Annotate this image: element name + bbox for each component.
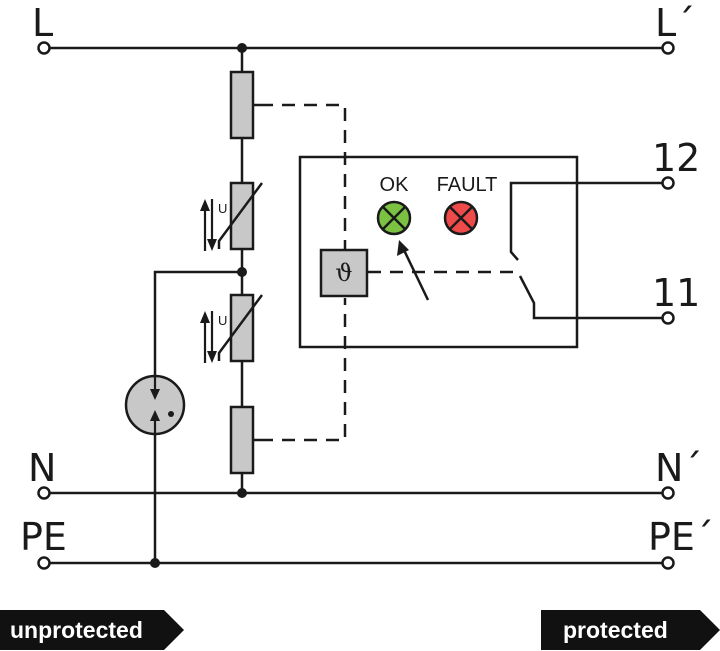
dashed-link-upper (260, 103, 347, 250)
conductors (50, 46, 662, 565)
terminal-label-pe: PE (20, 515, 67, 559)
varistor-lower-label: U (218, 313, 227, 328)
thermal-disconnector (319, 248, 369, 298)
terminal-label-12: 12 (652, 136, 700, 180)
dashed-links (260, 103, 520, 442)
terminal-pe-out (661, 556, 675, 570)
varistor-upper (200, 181, 264, 251)
terminal-n-out (661, 486, 675, 500)
protected-tag: protected (541, 610, 720, 650)
fault-label: FAULT (437, 174, 498, 196)
terminal-label-pe-out: PE´ (648, 515, 714, 559)
dashed-link-lower (260, 298, 347, 442)
remote-contact (509, 181, 662, 320)
terminal-label-l-out: L´ (655, 1, 695, 45)
terminal-label-n-out: N´ (655, 446, 702, 490)
indicator-selector-arrow (397, 240, 430, 301)
terminal-l-in (37, 41, 51, 55)
ok-label: OK (380, 174, 410, 196)
fuse-lower (229, 405, 260, 475)
junction-pe (150, 558, 160, 568)
thermal-symbol: ϑ (335, 259, 352, 287)
varistor-upper-label: U (218, 201, 227, 216)
junction-mid (237, 267, 247, 277)
junction-l (237, 43, 247, 53)
terminal-points (37, 41, 675, 570)
gas-discharge-tube (124, 374, 186, 436)
terminal-12 (661, 176, 675, 190)
fault-indicator-lamp (443, 200, 479, 236)
protected-tag-label: protected (563, 617, 668, 643)
junctions (150, 43, 247, 568)
unprotected-tag-label: unprotected (10, 617, 143, 643)
terminal-pe-in (37, 556, 51, 570)
terminal-label-11: 11 (652, 271, 700, 315)
terminal-label-l: L (32, 1, 53, 45)
ok-indicator-lamp (376, 200, 412, 236)
terminal-11 (661, 311, 675, 325)
monitoring-module (298, 155, 579, 349)
varistor-lower (200, 293, 264, 363)
fuse-upper (229, 70, 260, 140)
terminal-l-out (661, 41, 675, 55)
unprotected-tag: unprotected (0, 610, 184, 650)
gdt-upper-lead (153, 270, 242, 385)
junction-n (237, 488, 247, 498)
terminal-n-in (37, 486, 51, 500)
terminal-label-n: N (28, 446, 56, 490)
